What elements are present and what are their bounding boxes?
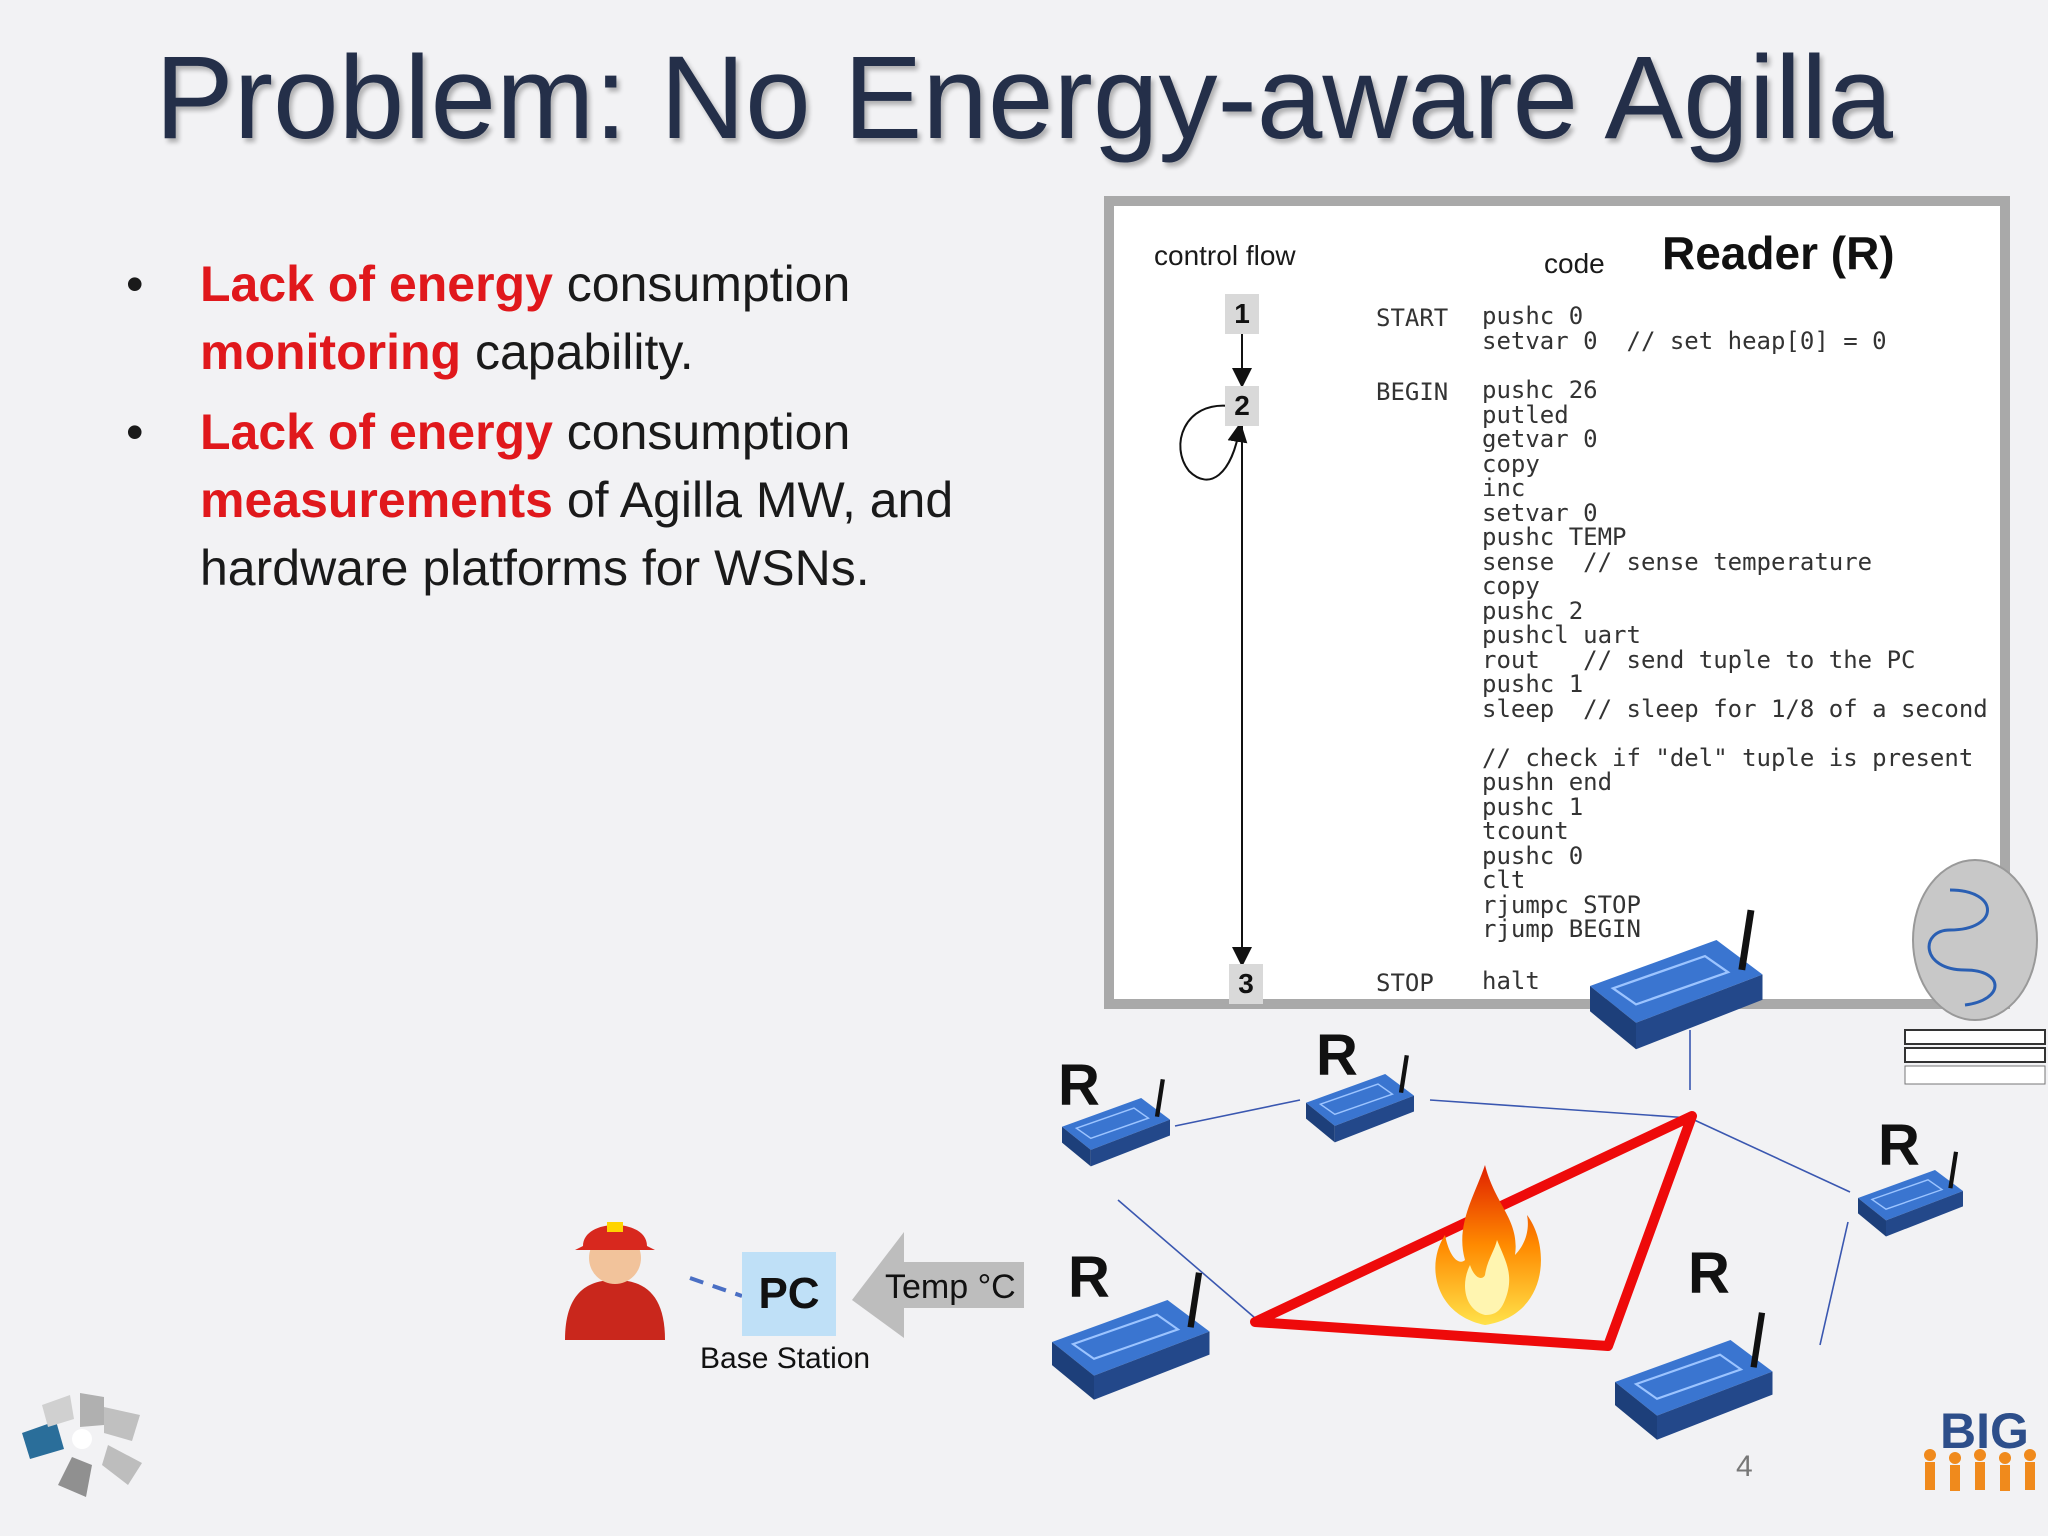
control-flow-label: control flow bbox=[1154, 240, 1296, 271]
node-label-r: R bbox=[1688, 1241, 1730, 1306]
node-label-r: R bbox=[1878, 1113, 1920, 1178]
node-label-r: R bbox=[1068, 1245, 1110, 1310]
agilla-stack-icon bbox=[1904, 859, 2046, 1085]
code-stop: halt bbox=[1482, 967, 1540, 995]
reader-title: Reader (R) bbox=[1662, 227, 1895, 279]
step-3: 3 bbox=[1229, 964, 1263, 1004]
slide-title: Problem: No Energy-aware Agilla bbox=[154, 32, 1894, 164]
bullet-dot-icon: • bbox=[126, 256, 144, 312]
pc-base-station-box: PC bbox=[742, 1252, 836, 1336]
bullet-dot-icon: • bbox=[126, 404, 144, 460]
page-number: 4 bbox=[1736, 1450, 1753, 1483]
code-label: code bbox=[1544, 248, 1605, 279]
node-label-r: R bbox=[1316, 1023, 1358, 1088]
bullet-item: • Lack of energy consumption monitoring … bbox=[120, 250, 1020, 386]
temp-label: Temp °C bbox=[885, 1268, 1016, 1306]
firefighter-icon bbox=[565, 1222, 665, 1340]
bullet-highlight: Lack of energy bbox=[200, 256, 553, 312]
fire-icon bbox=[1435, 1165, 1541, 1325]
code-begin: pushc 26 putled getvar 0 copy inc setvar… bbox=[1482, 376, 1988, 943]
bullet-highlight: Lack of energy bbox=[200, 404, 553, 460]
step-1: 1 bbox=[1225, 294, 1259, 334]
agent-code-panel: control flow code Reader (R) 1 2 3 START… bbox=[1104, 196, 2010, 1009]
institution-logo bbox=[22, 1393, 142, 1497]
node-label-r: R bbox=[1058, 1053, 1100, 1118]
sensor-mote bbox=[1590, 910, 1763, 1049]
bullet-item: • Lack of energy consumption measurement… bbox=[120, 398, 1020, 602]
control-flow-diagram bbox=[1179, 326, 1252, 967]
network-links bbox=[1117, 1030, 1851, 1346]
data-flow-arrow bbox=[852, 1232, 1024, 1338]
label-stop: STOP bbox=[1376, 969, 1434, 997]
bullet-highlight: monitoring bbox=[200, 324, 462, 380]
svg-text:BIG: BIG bbox=[1940, 1403, 2029, 1459]
base-station-label: Base Station bbox=[700, 1342, 871, 1375]
step-2: 2 bbox=[1225, 386, 1259, 426]
bullet-list: • Lack of energy consumption monitoring … bbox=[120, 250, 1020, 614]
bullet-text: capability. bbox=[461, 324, 694, 380]
bullet-text: consumption bbox=[552, 404, 851, 460]
label-begin: BEGIN bbox=[1376, 378, 1449, 406]
label-start: START bbox=[1376, 304, 1449, 332]
bullet-text: consumption bbox=[552, 256, 851, 312]
code-start: pushc 0 setvar 0 // set heap[0] = 0 bbox=[1482, 302, 1887, 355]
big-logo: BIG bbox=[1924, 1403, 2036, 1491]
bullet-text: of Agilla MW, and hardware platforms for… bbox=[200, 472, 954, 596]
sensor-mote bbox=[1615, 1313, 1773, 1440]
bullet-highlight: measurements bbox=[200, 472, 553, 528]
